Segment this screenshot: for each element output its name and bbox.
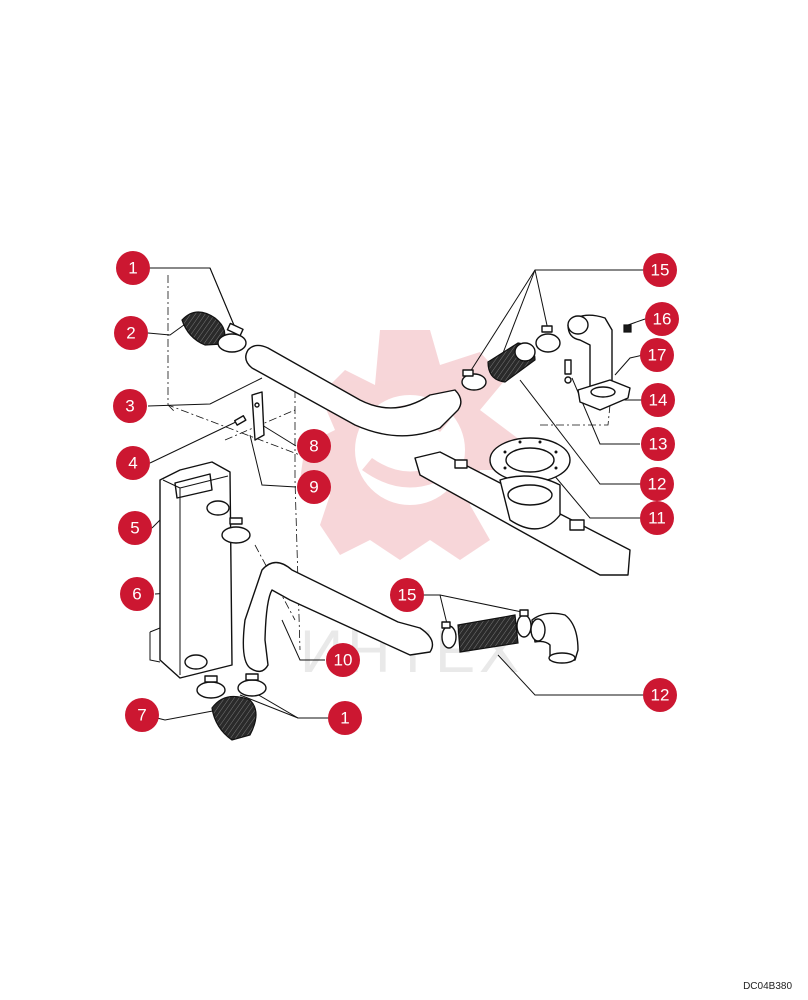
part-12-lower-hose [457, 614, 519, 653]
callout-10-label: 10 [334, 651, 353, 670]
intake-manifold [414, 451, 631, 576]
callout-15b: 15 [390, 578, 424, 612]
part-13-gasket-bolt [564, 359, 572, 384]
callout-4: 4 [116, 446, 150, 480]
part-16-nut [623, 324, 632, 333]
callout-1a: 1 [116, 251, 150, 285]
callout-14-label: 14 [649, 391, 668, 410]
callout-7: 7 [125, 698, 159, 732]
part-3-upper-pipe [245, 344, 462, 437]
callout-3-label: 3 [125, 397, 134, 416]
callout-10: 10 [326, 643, 360, 677]
callout-17-label: 17 [648, 346, 667, 365]
leader-lines [144, 267, 646, 721]
callout-5-label: 5 [130, 519, 139, 538]
callout-7-label: 7 [137, 706, 146, 725]
callout-1a-label: 1 [128, 259, 137, 278]
callout-13-label: 13 [649, 435, 668, 454]
callout-16: 16 [645, 302, 679, 336]
callout-15b-label: 15 [398, 586, 417, 605]
part-14-flange [577, 379, 631, 411]
part-10-lower-pipe [242, 561, 434, 673]
callout-9: 9 [297, 470, 331, 504]
part-15-clamps-upper [461, 325, 561, 391]
callout-1b: 1 [328, 701, 362, 735]
callout-6-label: 6 [132, 585, 141, 604]
callout-17: 17 [640, 338, 674, 372]
callout-5: 5 [118, 511, 152, 545]
callout-12a: 12 [640, 467, 674, 501]
part-17-elbow-pipe [567, 314, 613, 393]
part-1-clamps-lower [196, 673, 267, 699]
callout-12b-label: 12 [651, 686, 670, 705]
callout-11: 11 [640, 501, 674, 535]
callout-9-label: 9 [309, 478, 318, 497]
callout-13: 13 [641, 427, 675, 461]
callout-12a-label: 12 [648, 475, 667, 494]
part-5-intercooler [149, 461, 233, 679]
part-15-clamps-lower [441, 609, 532, 649]
callout-1b-label: 1 [340, 709, 349, 728]
watermark-gear-logo [300, 330, 520, 560]
part-4-bolt [233, 415, 247, 426]
callout-12b: 12 [643, 678, 677, 712]
callout-11-label: 11 [648, 509, 666, 528]
callout-15a: 15 [643, 253, 677, 287]
callout-3: 3 [113, 389, 147, 423]
part-2-rubber-elbow [181, 311, 226, 346]
callout-4-label: 4 [128, 454, 137, 473]
callout-2-label: 2 [126, 324, 135, 343]
part-1-clamp-upper [217, 322, 247, 353]
callout-16-label: 16 [653, 310, 672, 329]
callout-14: 14 [641, 383, 675, 417]
part-8-bracket [251, 391, 265, 441]
outlet-elbow [530, 612, 579, 664]
callout-8-label: 8 [309, 437, 318, 456]
callout-8: 8 [297, 429, 331, 463]
part-11-flange-gasket [489, 437, 571, 483]
callout-6: 6 [120, 577, 154, 611]
diagram-code: DC04B380 [743, 981, 792, 992]
part-12-upper-hose [487, 342, 536, 383]
callout-15a-label: 15 [651, 261, 670, 280]
part-7-rubber-elbow [211, 695, 257, 741]
callout-2: 2 [114, 316, 148, 350]
part-6-clamp [221, 517, 251, 544]
